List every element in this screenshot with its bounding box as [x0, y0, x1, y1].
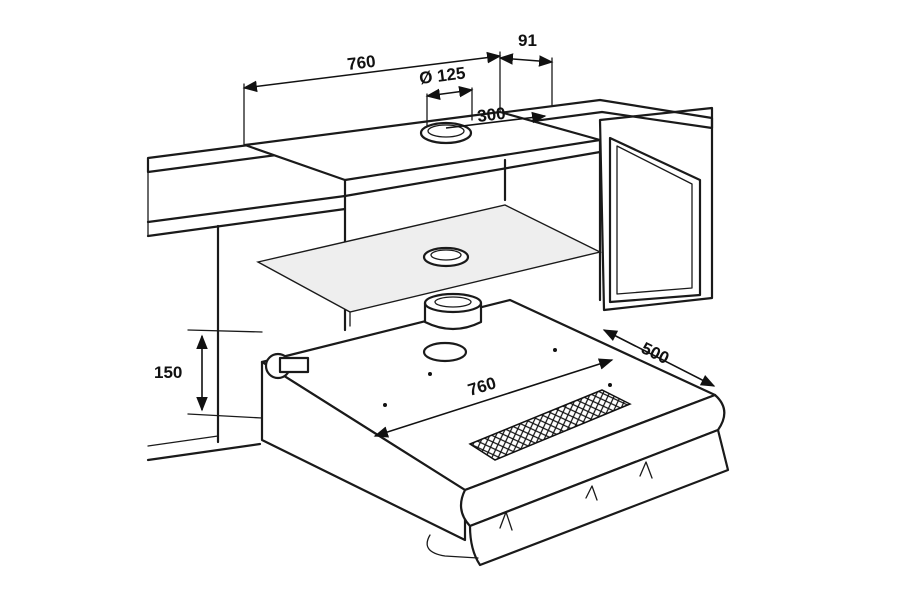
- label-top-offset: 91: [518, 31, 537, 50]
- dim-line-duct-depth: [445, 111, 547, 129]
- duct-hole-top: [419, 121, 473, 145]
- dim-line-duct: [425, 86, 474, 100]
- hood-outlet: [422, 341, 468, 363]
- central-cabinet: [243, 110, 603, 332]
- left-cabinet: [146, 224, 262, 462]
- hood-side: [260, 360, 467, 542]
- cooker-hood: [260, 292, 730, 567]
- dim-line-hood-width: [373, 358, 614, 438]
- dim-line-top-width: [242, 51, 502, 93]
- dim-line-hood-depth: [602, 329, 716, 387]
- dim-line-offset: [498, 53, 554, 67]
- hood-underside: [468, 428, 730, 567]
- label-duct-depth: 300: [476, 104, 506, 126]
- label-hood-height: 150: [154, 363, 182, 382]
- duct-hole-shelf: [422, 246, 470, 268]
- dimension-lines: [187, 51, 716, 438]
- dimension-labels: 760 91 Ø 125 300 500 760 150: [154, 31, 672, 400]
- label-top-width: 760: [346, 52, 376, 74]
- label-duct-diameter: Ø 125: [418, 63, 466, 88]
- right-cabinet: [598, 106, 714, 312]
